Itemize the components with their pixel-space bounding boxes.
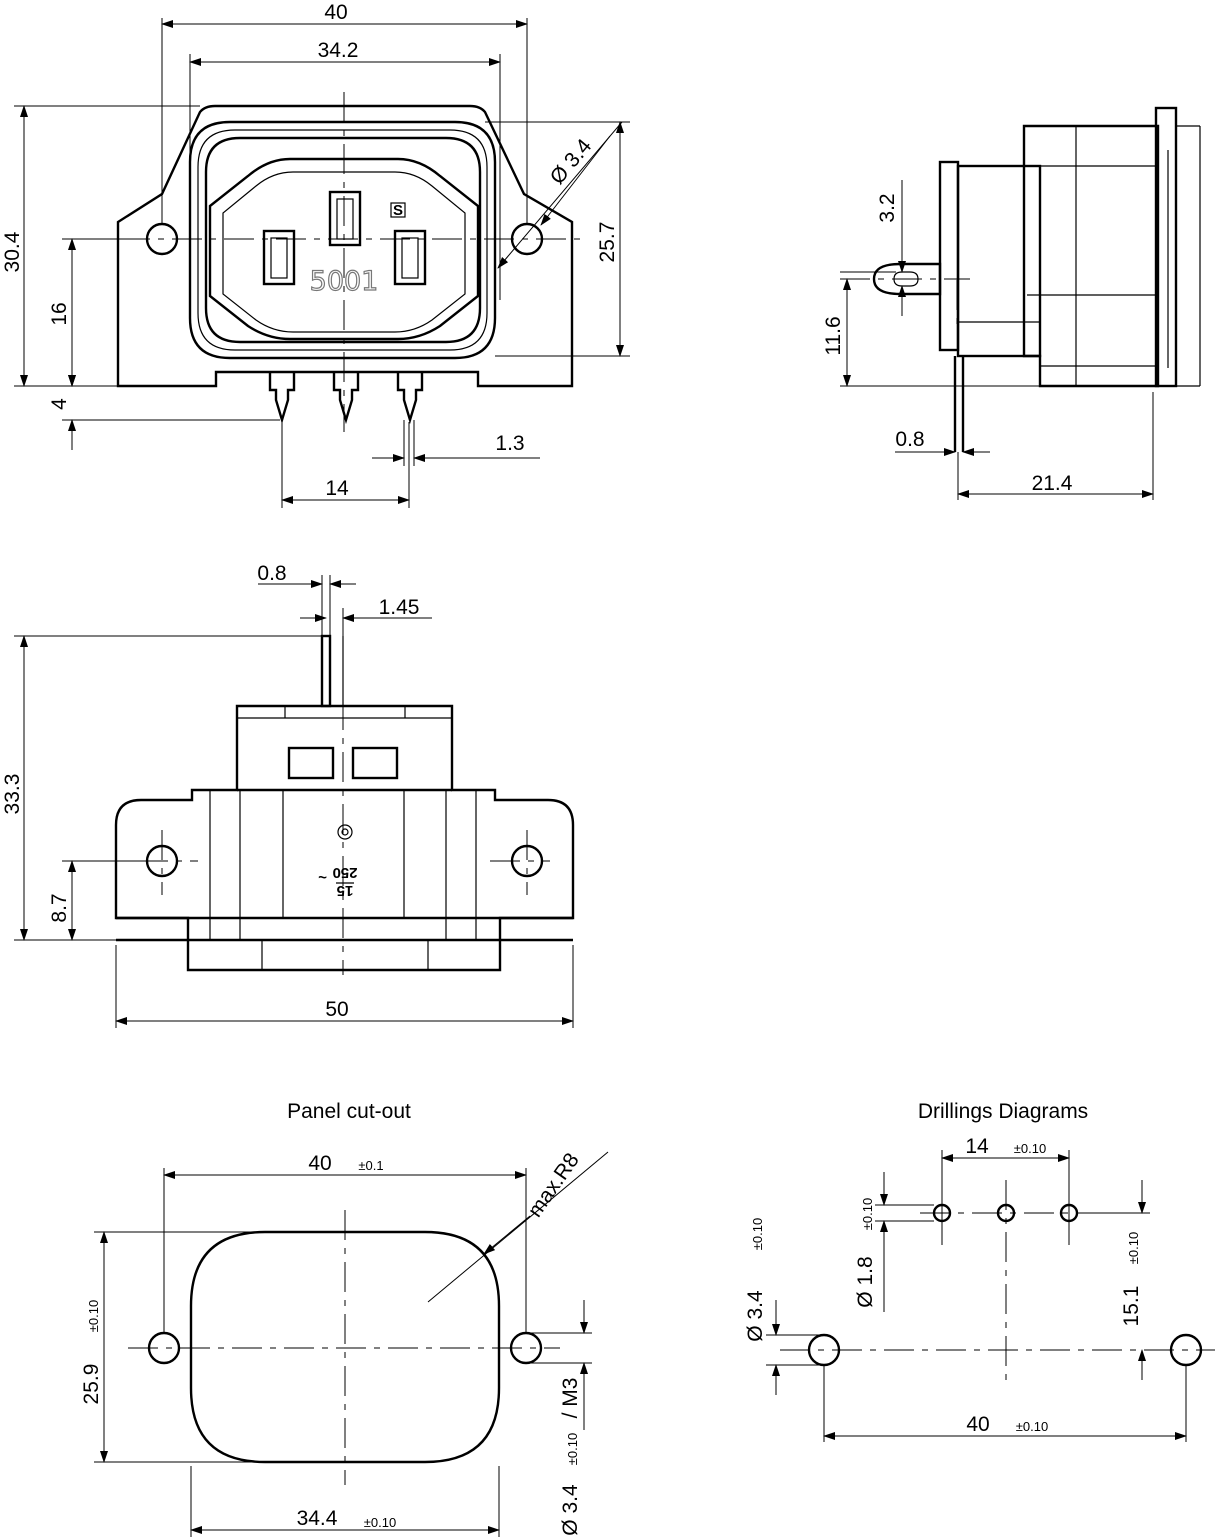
dim-drill-pitch-tol: ±0.10: [1014, 1141, 1046, 1156]
dim-bottom-pin-thickness: 0.8: [257, 562, 286, 585]
approval-mark-icon: [390, 202, 406, 218]
dim-drill-spacing: 40: [966, 1413, 989, 1436]
dim-cutout-hole-tol: ±0.10: [565, 1433, 580, 1465]
dim-drill-offset: 15.1: [1120, 1286, 1143, 1327]
dim-cutout-height-tol: ±0.10: [86, 1300, 101, 1332]
dim-drill-offset-tol: ±0.10: [1126, 1232, 1141, 1264]
dim-bottom-pin-offset: 1.45: [379, 596, 420, 619]
dim-drill-mount-hole: Ø 3.4: [744, 1290, 767, 1342]
dim-front-height-socket: 25.7: [596, 222, 619, 263]
side-view: 3.2 11.6 0.8 21.4: [822, 106, 1201, 500]
dim-side-pin-thickness: 0.8: [895, 428, 924, 451]
approval-logo-icon: [337, 824, 353, 840]
dim-cutout-width-bottom: 34.4: [297, 1507, 338, 1530]
rating-marking: 15 250 ~: [318, 864, 358, 899]
dim-drill-pitch: 14: [965, 1135, 989, 1158]
drillings-diagram: Drillings Diagrams 14 ±0.10 Ø 1.8 ±0.10 …: [744, 1100, 1215, 1442]
drillings-title: Drillings Diagrams: [918, 1100, 1088, 1123]
dim-cutout-width-bottom-tol: ±0.10: [364, 1515, 396, 1530]
panel-cutout: Panel cut-out 40 ±0.1 34.4 ±0.10 25.9 ±0…: [80, 1100, 609, 1537]
dim-bottom-hole-height: 8.7: [48, 893, 71, 922]
rating-voltage: 250: [332, 864, 357, 881]
dim-cutout-width-tol: ±0.1: [358, 1158, 383, 1173]
dim-front-width-flange: 34.2: [318, 39, 359, 62]
dim-cutout-hole-suffix: / M3: [559, 1378, 582, 1419]
rating-ac-symbol: ~: [318, 868, 327, 885]
dim-front-width-total: 40: [324, 1, 347, 24]
dim-drill-mount-hole-tol: ±0.10: [750, 1218, 765, 1250]
dim-bottom-width-total: 50: [325, 998, 348, 1021]
approval-logo-inner-icon: [341, 828, 349, 836]
dim-cutout-height: 25.9: [80, 1364, 103, 1405]
dim-bottom-height-total: 33.3: [1, 774, 24, 815]
panel-cutout-title: Panel cut-out: [287, 1100, 411, 1123]
dim-side-eye-position: 11.6: [822, 316, 845, 355]
dim-cutout-width: 40: [308, 1152, 331, 1175]
approval-mark-letter: S: [393, 202, 403, 219]
rating-current: 15: [337, 882, 354, 899]
dim-front-pin-width: 1.3: [495, 432, 524, 455]
dim-cutout-radius: max.R8: [524, 1149, 584, 1221]
bottom-view: 15 250 ~ 0.8 1.45 33.3 8.7 50: [1, 562, 575, 1028]
dim-front-pin-pitch: 14: [325, 477, 349, 500]
dim-cutout-hole: Ø 3.4: [559, 1484, 582, 1536]
dim-front-height-hole: 16: [48, 302, 71, 325]
dim-drill-pin-hole: Ø 1.8: [854, 1256, 877, 1307]
dim-drill-spacing-tol: ±0.10: [1016, 1419, 1048, 1434]
dim-drill-pin-hole-tol: ±0.10: [860, 1198, 875, 1230]
dim-front-pin-length: 4: [48, 398, 71, 410]
front-view: S 5001 40: [1, 1, 630, 508]
dim-side-depth: 21.4: [1032, 472, 1073, 495]
dim-side-eye-height: 3.2: [876, 193, 899, 222]
dim-front-height-total: 30.4: [1, 231, 24, 272]
